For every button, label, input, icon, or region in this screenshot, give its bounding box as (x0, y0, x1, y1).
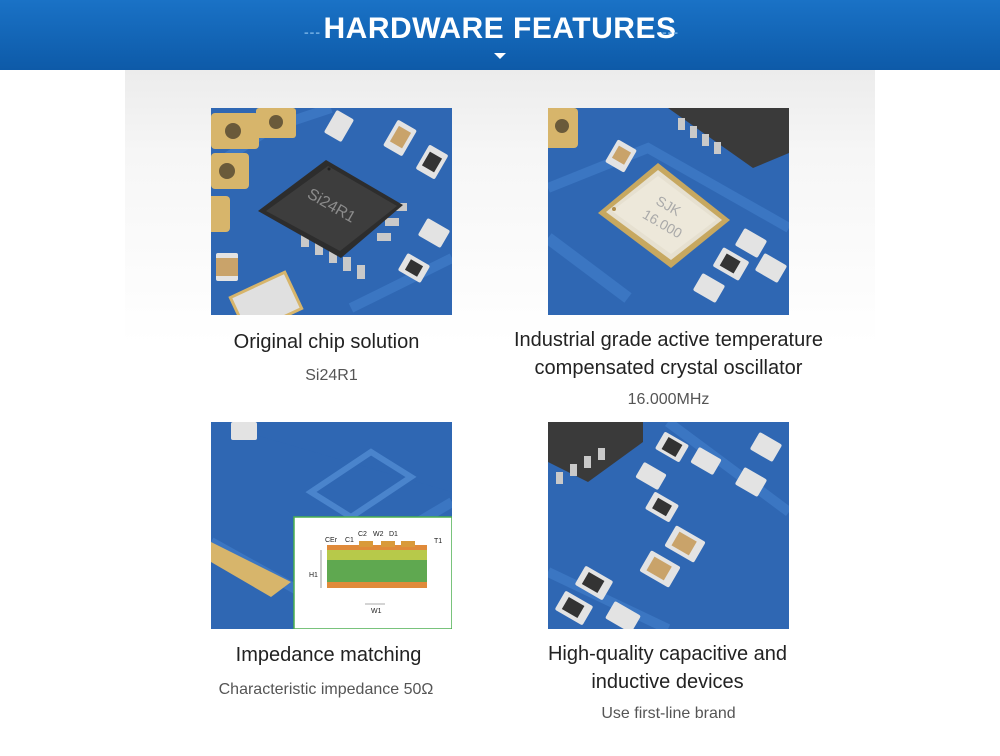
header-left-dashes: --- (304, 24, 321, 40)
feature-4-title-line1: High-quality capacitive and (547, 643, 788, 665)
feature-4-subtitle: Use first-line brand (601, 705, 736, 722)
diagram-label-d1: D1 (389, 531, 398, 538)
chip-image: Si24R1 (211, 108, 452, 315)
header-banner: --- HARDWARE FEATURES --- (0, 0, 1000, 70)
diagram-label-t1: T1 (434, 538, 442, 545)
header-right-dashes: --- (662, 24, 679, 40)
caret-down-icon (494, 53, 506, 59)
feature-4-title-line2: inductive devices (591, 671, 744, 693)
impedance-image: CEr C1 C2 W2 D1 T1 H1 W1 (211, 422, 452, 629)
feature-2-title-line2: compensated crystal oscillator (534, 357, 803, 379)
diagram-label-cer: CEr (325, 537, 338, 544)
crystal-oscillator-image: SJK 16.000 (548, 108, 789, 315)
diagram-label-c1: C1 (345, 537, 354, 544)
components-image (548, 422, 789, 629)
feature-3-subtitle: Characteristic impedance 50Ω (218, 681, 434, 698)
diagram-label-c2: C2 (358, 531, 367, 538)
header-title: HARDWARE FEATURES (323, 12, 677, 45)
feature-1-title: Original chip solution (233, 331, 420, 353)
diagram-label-w1: W1 (371, 608, 382, 615)
diagram-label-h1: H1 (309, 572, 318, 579)
feature-2-title-line1: Industrial grade active temperature (513, 329, 824, 351)
diagram-label-w2: W2 (373, 531, 384, 538)
feature-1-subtitle: Si24R1 (305, 367, 358, 384)
feature-2-subtitle: 16.000MHz (627, 391, 710, 408)
feature-3-title: Impedance matching (235, 644, 422, 666)
